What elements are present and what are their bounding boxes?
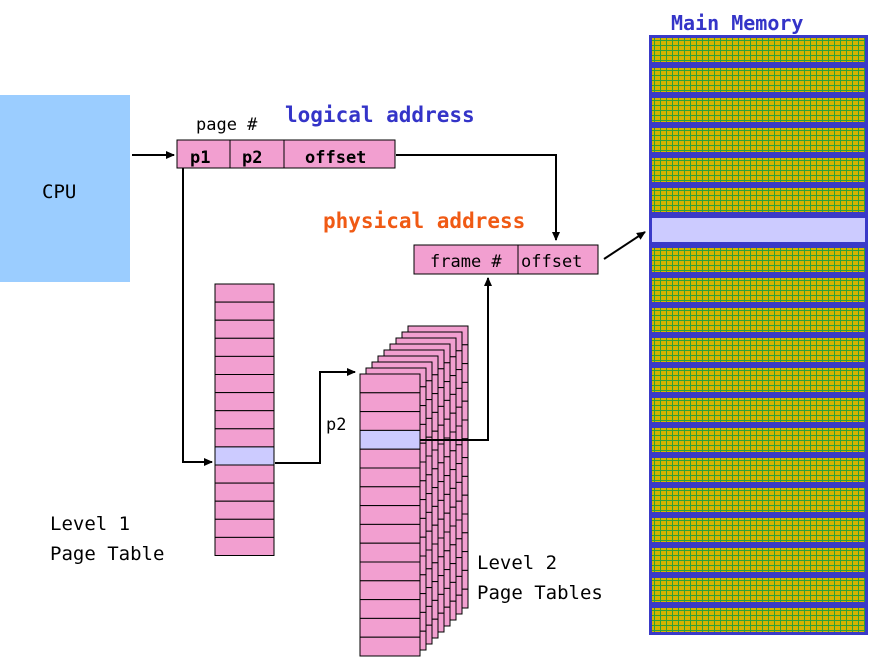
memory-frame: [652, 38, 865, 62]
level1-entry: [214, 410, 275, 430]
memory-frame: [652, 518, 865, 542]
level1-entry: [214, 518, 275, 538]
memory-frame: [652, 308, 865, 332]
logical-address-title: logical address: [285, 103, 475, 127]
level2-entry: [359, 392, 421, 413]
level1-label-line1: Level 1: [50, 513, 130, 535]
physical-to-memory-arrow: [603, 231, 646, 260]
main-memory-title: Main Memory: [671, 11, 803, 35]
level2-table-front: [359, 373, 421, 657]
main-memory: [649, 35, 868, 635]
memory-frame: [652, 368, 865, 392]
level2-index-label: p2: [326, 415, 346, 435]
level1-entry: [214, 301, 275, 321]
level1-entry: [214, 355, 275, 375]
memory-frame: [652, 188, 865, 212]
memory-frame: [652, 428, 865, 452]
logical-field-offset: offset: [305, 148, 366, 168]
level2-entry: [359, 617, 421, 638]
level1-entry: [214, 374, 275, 394]
memory-frame: [652, 128, 865, 152]
memory-frame: [652, 548, 865, 572]
level2-label-line2: Page Tables: [477, 582, 603, 604]
level1-to-level2-arrow: [275, 368, 356, 464]
level2-entry: [359, 373, 421, 394]
level1-entry: [214, 428, 275, 448]
p1-to-level1-arrow: [182, 168, 213, 466]
level1-entry-selected: [214, 446, 275, 466]
level1-entry: [214, 319, 275, 339]
level2-entry: [359, 448, 421, 469]
memory-frame: [652, 278, 865, 302]
level2-entry: [359, 542, 421, 563]
level1-entry: [214, 482, 275, 502]
level1-label-line2: Page Table: [50, 543, 164, 565]
connector-arrows: [132, 151, 646, 466]
level1-entry: [214, 283, 275, 303]
level1-entry: [214, 536, 275, 557]
memory-frame: [652, 578, 865, 602]
level2-entry: [359, 561, 421, 582]
level1-entry: [214, 337, 275, 357]
memory-frame: [652, 338, 865, 362]
memory-frame: [652, 398, 865, 422]
memory-frame: [652, 488, 865, 512]
memory-frame: [652, 608, 865, 632]
level1-entry: [214, 464, 275, 484]
level2-entry: [359, 523, 421, 544]
level2-entry: [359, 486, 421, 507]
cpu-box: [0, 95, 130, 282]
physical-field-offset: offset: [521, 252, 582, 272]
level2-entry: [359, 411, 421, 431]
offset-to-physical-arrow: [396, 154, 560, 241]
memory-frame: [652, 98, 865, 122]
logical-field-p2: p2: [242, 148, 262, 168]
level1-entry: [214, 392, 275, 412]
memory-frame: [652, 158, 865, 182]
physical-address-title: physical address: [323, 209, 525, 233]
level2-entry: [359, 599, 421, 619]
page-number-label: page #: [196, 115, 258, 135]
logical-address-box: [176, 139, 396, 169]
memory-frame: [652, 68, 865, 92]
memory-frame-selected: [652, 218, 865, 242]
level2-to-frame-arrow: [420, 277, 492, 441]
level2-entry: [359, 636, 421, 657]
level2-entry: [359, 505, 421, 525]
level1-page-table: [214, 283, 275, 557]
memory-frame: [652, 458, 865, 482]
memory-frame: [652, 248, 865, 272]
main-memory-border: [649, 35, 868, 635]
level2-entry: [359, 580, 421, 601]
physical-address-box: [413, 244, 599, 275]
level2-entry-selected: [359, 429, 421, 450]
logical-field-p1: p1: [190, 148, 210, 168]
level2-entry: [359, 467, 421, 488]
level2-label-line1: Level 2: [477, 552, 557, 574]
level2-page-tables: [359, 325, 469, 657]
level1-entry: [214, 500, 275, 520]
physical-field-frame: frame #: [430, 252, 502, 272]
cpu-label: CPU: [42, 181, 76, 203]
